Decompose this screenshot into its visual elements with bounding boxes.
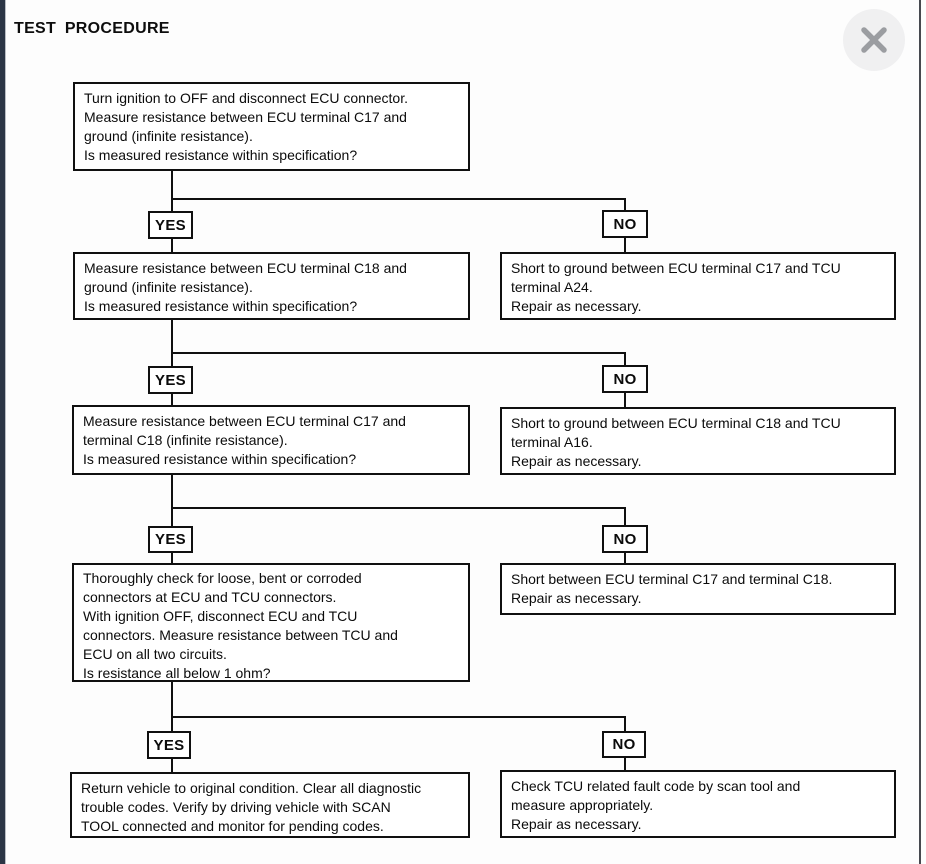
no-label-1: NO bbox=[602, 210, 648, 238]
box-text-line: Measure resistance between ECU terminal … bbox=[83, 413, 406, 429]
box-text-line: Is measured resistance within specificat… bbox=[84, 298, 358, 314]
close-icon bbox=[861, 27, 887, 53]
box-text-line: Short between ECU terminal C17 and termi… bbox=[511, 571, 833, 587]
flow-box-decision-1: Turn ignition to OFF and disconnect ECU … bbox=[73, 82, 470, 171]
box-text-line: Repair as necessary. bbox=[511, 298, 642, 314]
page-edge-left-shadow bbox=[5, 0, 6, 864]
no-text: NO bbox=[613, 530, 637, 548]
box-text-line: ground (infinite resistance). bbox=[84, 128, 253, 144]
connector-line bbox=[624, 393, 626, 407]
connector-line bbox=[171, 171, 173, 212]
yes-text: YES bbox=[153, 736, 185, 754]
no-text: NO bbox=[612, 736, 636, 753]
yes-label-1: YES bbox=[148, 211, 193, 239]
flow-box-decision-3: Measure resistance between ECU terminal … bbox=[72, 405, 470, 475]
connector-line bbox=[171, 198, 626, 200]
connector-line bbox=[171, 682, 173, 731]
box-text-line: Return vehicle to original condition. Cl… bbox=[81, 780, 422, 796]
box-text-line: terminal A16. bbox=[511, 434, 593, 450]
box-text-line: Is resistance all below 1 ohm? bbox=[83, 665, 271, 681]
box-text-line: Repair as necessary. bbox=[511, 590, 642, 606]
box-text-line: terminal A24. bbox=[511, 279, 593, 295]
box-text-line: ECU on all two circuits. bbox=[83, 646, 227, 662]
close-button[interactable] bbox=[843, 9, 905, 71]
box-text-line: ground (infinite resistance). bbox=[84, 279, 253, 295]
box-text-line: Is measured resistance within specificat… bbox=[83, 451, 357, 467]
connector-line bbox=[624, 238, 626, 252]
no-label-4: NO bbox=[602, 731, 646, 758]
box-text-line: Measure resistance between ECU terminal … bbox=[84, 109, 407, 125]
flow-box-decision-2: Measure resistance between ECU terminal … bbox=[73, 252, 470, 320]
box-text-line: Repair as necessary. bbox=[511, 816, 642, 832]
box-text-line: Thoroughly check for loose, bent or corr… bbox=[83, 570, 362, 586]
box-text-line: Measure resistance between ECU terminal … bbox=[84, 260, 407, 276]
no-label-3: NO bbox=[602, 525, 648, 553]
box-text-line: Short to ground between ECU terminal C17… bbox=[511, 260, 841, 276]
box-text-line: Turn ignition to OFF and disconnect ECU … bbox=[84, 90, 408, 106]
flow-box-action-1: Short to ground between ECU terminal C17… bbox=[500, 252, 896, 320]
connector-line bbox=[624, 507, 626, 525]
flow-box-decision-4: Thoroughly check for loose, bent or corr… bbox=[72, 563, 470, 682]
no-text: NO bbox=[613, 215, 637, 233]
yes-label-4: YES bbox=[147, 731, 191, 759]
connector-line bbox=[624, 716, 626, 731]
flow-box-action-2: Short to ground between ECU terminal C18… bbox=[500, 407, 896, 475]
page-edge-right bbox=[919, 0, 921, 864]
connector-line bbox=[171, 352, 626, 354]
connector-line bbox=[171, 507, 626, 509]
no-label-2: NO bbox=[602, 365, 648, 393]
box-text-line: Check TCU related fault code by scan too… bbox=[511, 778, 801, 794]
flow-box-action-3: Short between ECU terminal C17 and termi… bbox=[500, 563, 896, 615]
yes-text: YES bbox=[155, 531, 186, 548]
yes-text: YES bbox=[155, 216, 186, 234]
yes-text: YES bbox=[155, 371, 186, 389]
page-edge-left bbox=[0, 0, 5, 864]
yes-label-3: YES bbox=[148, 526, 193, 553]
box-text-line: TOOL connected and monitor for pending c… bbox=[81, 818, 384, 834]
connector-line bbox=[171, 475, 173, 526]
box-text-line: Repair as necessary. bbox=[511, 453, 642, 469]
connector-line bbox=[624, 553, 626, 563]
box-text-line: connectors at ECU and TCU connectors. bbox=[83, 589, 337, 605]
connector-line bbox=[171, 553, 173, 563]
connector-line bbox=[624, 198, 626, 211]
box-text-line: Short to ground between ECU terminal C18… bbox=[511, 415, 841, 431]
box-text-line: connectors. Measure resistance between T… bbox=[83, 627, 398, 643]
box-text-line: measure appropriately. bbox=[511, 797, 654, 813]
connector-line bbox=[624, 352, 626, 366]
flow-box-decision-5: Return vehicle to original condition. Cl… bbox=[70, 772, 470, 838]
box-text-line: trouble codes. Verify by driving vehicle… bbox=[81, 799, 391, 815]
connector-line bbox=[171, 320, 173, 366]
box-text-line: terminal C18 (infinite resistance). bbox=[83, 432, 288, 448]
flow-box-action-4: Check TCU related fault code by scan too… bbox=[500, 770, 896, 838]
yes-label-2: YES bbox=[148, 366, 193, 394]
page-title: TEST PROCEDURE bbox=[14, 20, 170, 37]
connector-line bbox=[171, 394, 173, 405]
connector-line bbox=[171, 759, 173, 772]
box-text-line: With ignition OFF, disconnect ECU and TC… bbox=[83, 608, 358, 624]
connector-line bbox=[171, 239, 173, 252]
box-text-line: Is measured resistance within specificat… bbox=[84, 147, 358, 163]
connector-line bbox=[624, 758, 626, 770]
connector-line bbox=[171, 716, 626, 718]
no-text: NO bbox=[613, 370, 637, 388]
